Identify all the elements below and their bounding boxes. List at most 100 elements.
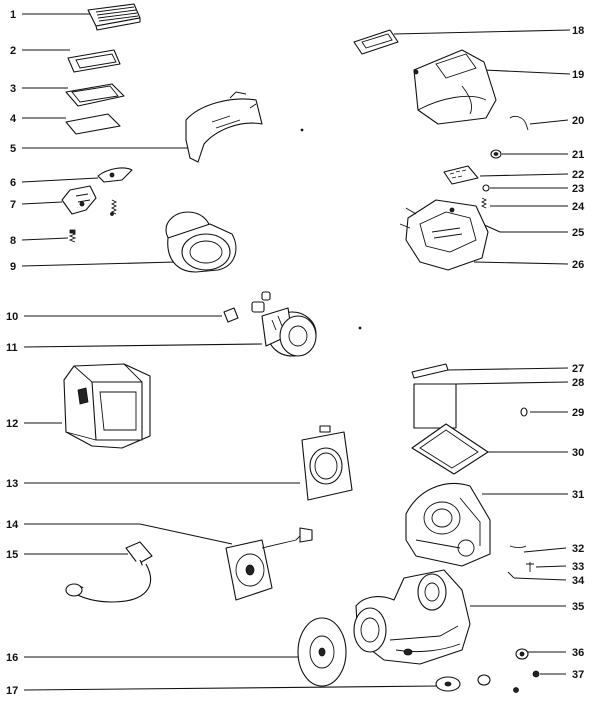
callout-10: 10 <box>6 311 222 323</box>
svg-text:37: 37 <box>572 669 584 681</box>
callout-14: 14 <box>6 519 233 545</box>
part-18-lid-plate <box>353 29 399 55</box>
svg-text:6: 6 <box>10 177 16 189</box>
svg-text:4: 4 <box>10 113 17 125</box>
callout-1: 1 <box>10 9 90 21</box>
svg-text:28: 28 <box>572 377 584 389</box>
svg-text:31: 31 <box>572 489 584 501</box>
part-5-hood <box>185 91 263 163</box>
svg-text:33: 33 <box>572 561 584 573</box>
callout-17: 17 <box>6 685 439 697</box>
part-2-filter-frame <box>67 49 121 73</box>
svg-text:23: 23 <box>572 183 584 195</box>
svg-text:11: 11 <box>6 342 18 354</box>
svg-text:35: 35 <box>572 601 584 613</box>
part-14-cord-reel <box>225 527 313 601</box>
part-21-knob <box>490 149 502 159</box>
svg-text:8: 8 <box>10 235 16 247</box>
svg-text:24: 24 <box>572 201 585 213</box>
svg-text:19: 19 <box>572 69 584 81</box>
part-9-motor-shroud <box>165 211 237 273</box>
svg-text:34: 34 <box>572 575 585 587</box>
part-30-filter-tray <box>411 423 489 475</box>
callout-7: 7 <box>10 199 63 211</box>
part-8-spring <box>68 229 77 243</box>
part-10-bushing <box>223 307 239 323</box>
callout-27: 27 <box>447 363 584 375</box>
callout-37: 37 <box>540 669 584 681</box>
part-20-hook <box>509 115 529 131</box>
part-31-body-upper <box>405 482 491 567</box>
svg-text:14: 14 <box>6 519 19 531</box>
callout-3: 3 <box>10 83 68 95</box>
svg-text:16: 16 <box>6 652 18 664</box>
callout-15: 15 <box>6 549 128 561</box>
part-1-grille-cover <box>87 3 141 31</box>
svg-text:26: 26 <box>572 259 584 271</box>
svg-text:1: 1 <box>10 9 16 21</box>
part-37-small-caster <box>532 670 540 678</box>
part-3-filter <box>65 83 125 107</box>
svg-text:30: 30 <box>572 447 584 459</box>
part-7-latch <box>61 185 97 215</box>
part-36-caster <box>515 648 529 660</box>
part-29-button <box>520 407 528 417</box>
svg-text:15: 15 <box>6 549 18 561</box>
svg-text:12: 12 <box>6 418 18 430</box>
spring-part <box>110 199 118 215</box>
callout-24: 24 <box>490 201 585 213</box>
part-26-handle-base <box>399 199 489 271</box>
callout-6: 6 <box>10 177 99 189</box>
part-13-gasket-frame <box>301 425 353 501</box>
svg-text:7: 7 <box>10 199 16 211</box>
callout-35: 35 <box>470 601 584 613</box>
callout-21: 21 <box>502 149 584 161</box>
svg-text:21: 21 <box>572 149 584 161</box>
svg-text:10: 10 <box>6 311 18 323</box>
part-19-top-cover <box>413 49 497 125</box>
callout-33: 33 <box>535 561 584 573</box>
part-6-clip <box>97 167 133 183</box>
part-11-motor <box>251 291 317 357</box>
part-15-hose <box>65 541 153 603</box>
callout-9: 9 <box>10 261 177 273</box>
callout-34: 34 <box>513 575 585 587</box>
callout-5: 5 <box>10 143 190 155</box>
svg-text:32: 32 <box>572 543 584 555</box>
callout-22: 22 <box>479 169 584 181</box>
part-27-filter-strip <box>411 363 449 379</box>
callout-20: 20 <box>529 115 584 127</box>
svg-text:17: 17 <box>6 685 18 697</box>
callout-11: 11 <box>6 342 263 354</box>
callout-8: 8 <box>10 235 69 247</box>
svg-text:22: 22 <box>572 169 584 181</box>
part-24-spring <box>480 197 488 209</box>
svg-text:18: 18 <box>572 25 584 37</box>
svg-text:13: 13 <box>6 478 18 490</box>
part-4-filter-pad <box>65 113 121 135</box>
svg-text:29: 29 <box>572 407 584 419</box>
svg-text:25: 25 <box>572 227 584 239</box>
speck-marks <box>110 128 362 330</box>
part-12-motor-housing <box>63 363 151 449</box>
part-35-body-base <box>353 569 471 665</box>
callout-30: 30 <box>486 447 584 459</box>
callout-4: 4 <box>10 113 66 125</box>
callout-28: 28 <box>455 377 584 389</box>
callout-29: 29 <box>530 407 584 419</box>
part-17-small-wheel <box>435 674 519 693</box>
svg-text:2: 2 <box>10 45 16 57</box>
part-16-wheel <box>297 617 347 687</box>
callout-12: 12 <box>6 418 62 430</box>
part-22-circuit-board <box>443 165 479 185</box>
callout-13: 13 <box>6 478 300 490</box>
callout-23: 23 <box>490 183 584 195</box>
callout-16: 16 <box>6 652 300 664</box>
svg-text:36: 36 <box>572 647 584 659</box>
callout-19: 19 <box>483 69 584 81</box>
callout-31: 31 <box>482 489 584 501</box>
part-23-washer <box>482 184 490 192</box>
svg-text:9: 9 <box>10 261 16 273</box>
svg-text:20: 20 <box>572 115 584 127</box>
